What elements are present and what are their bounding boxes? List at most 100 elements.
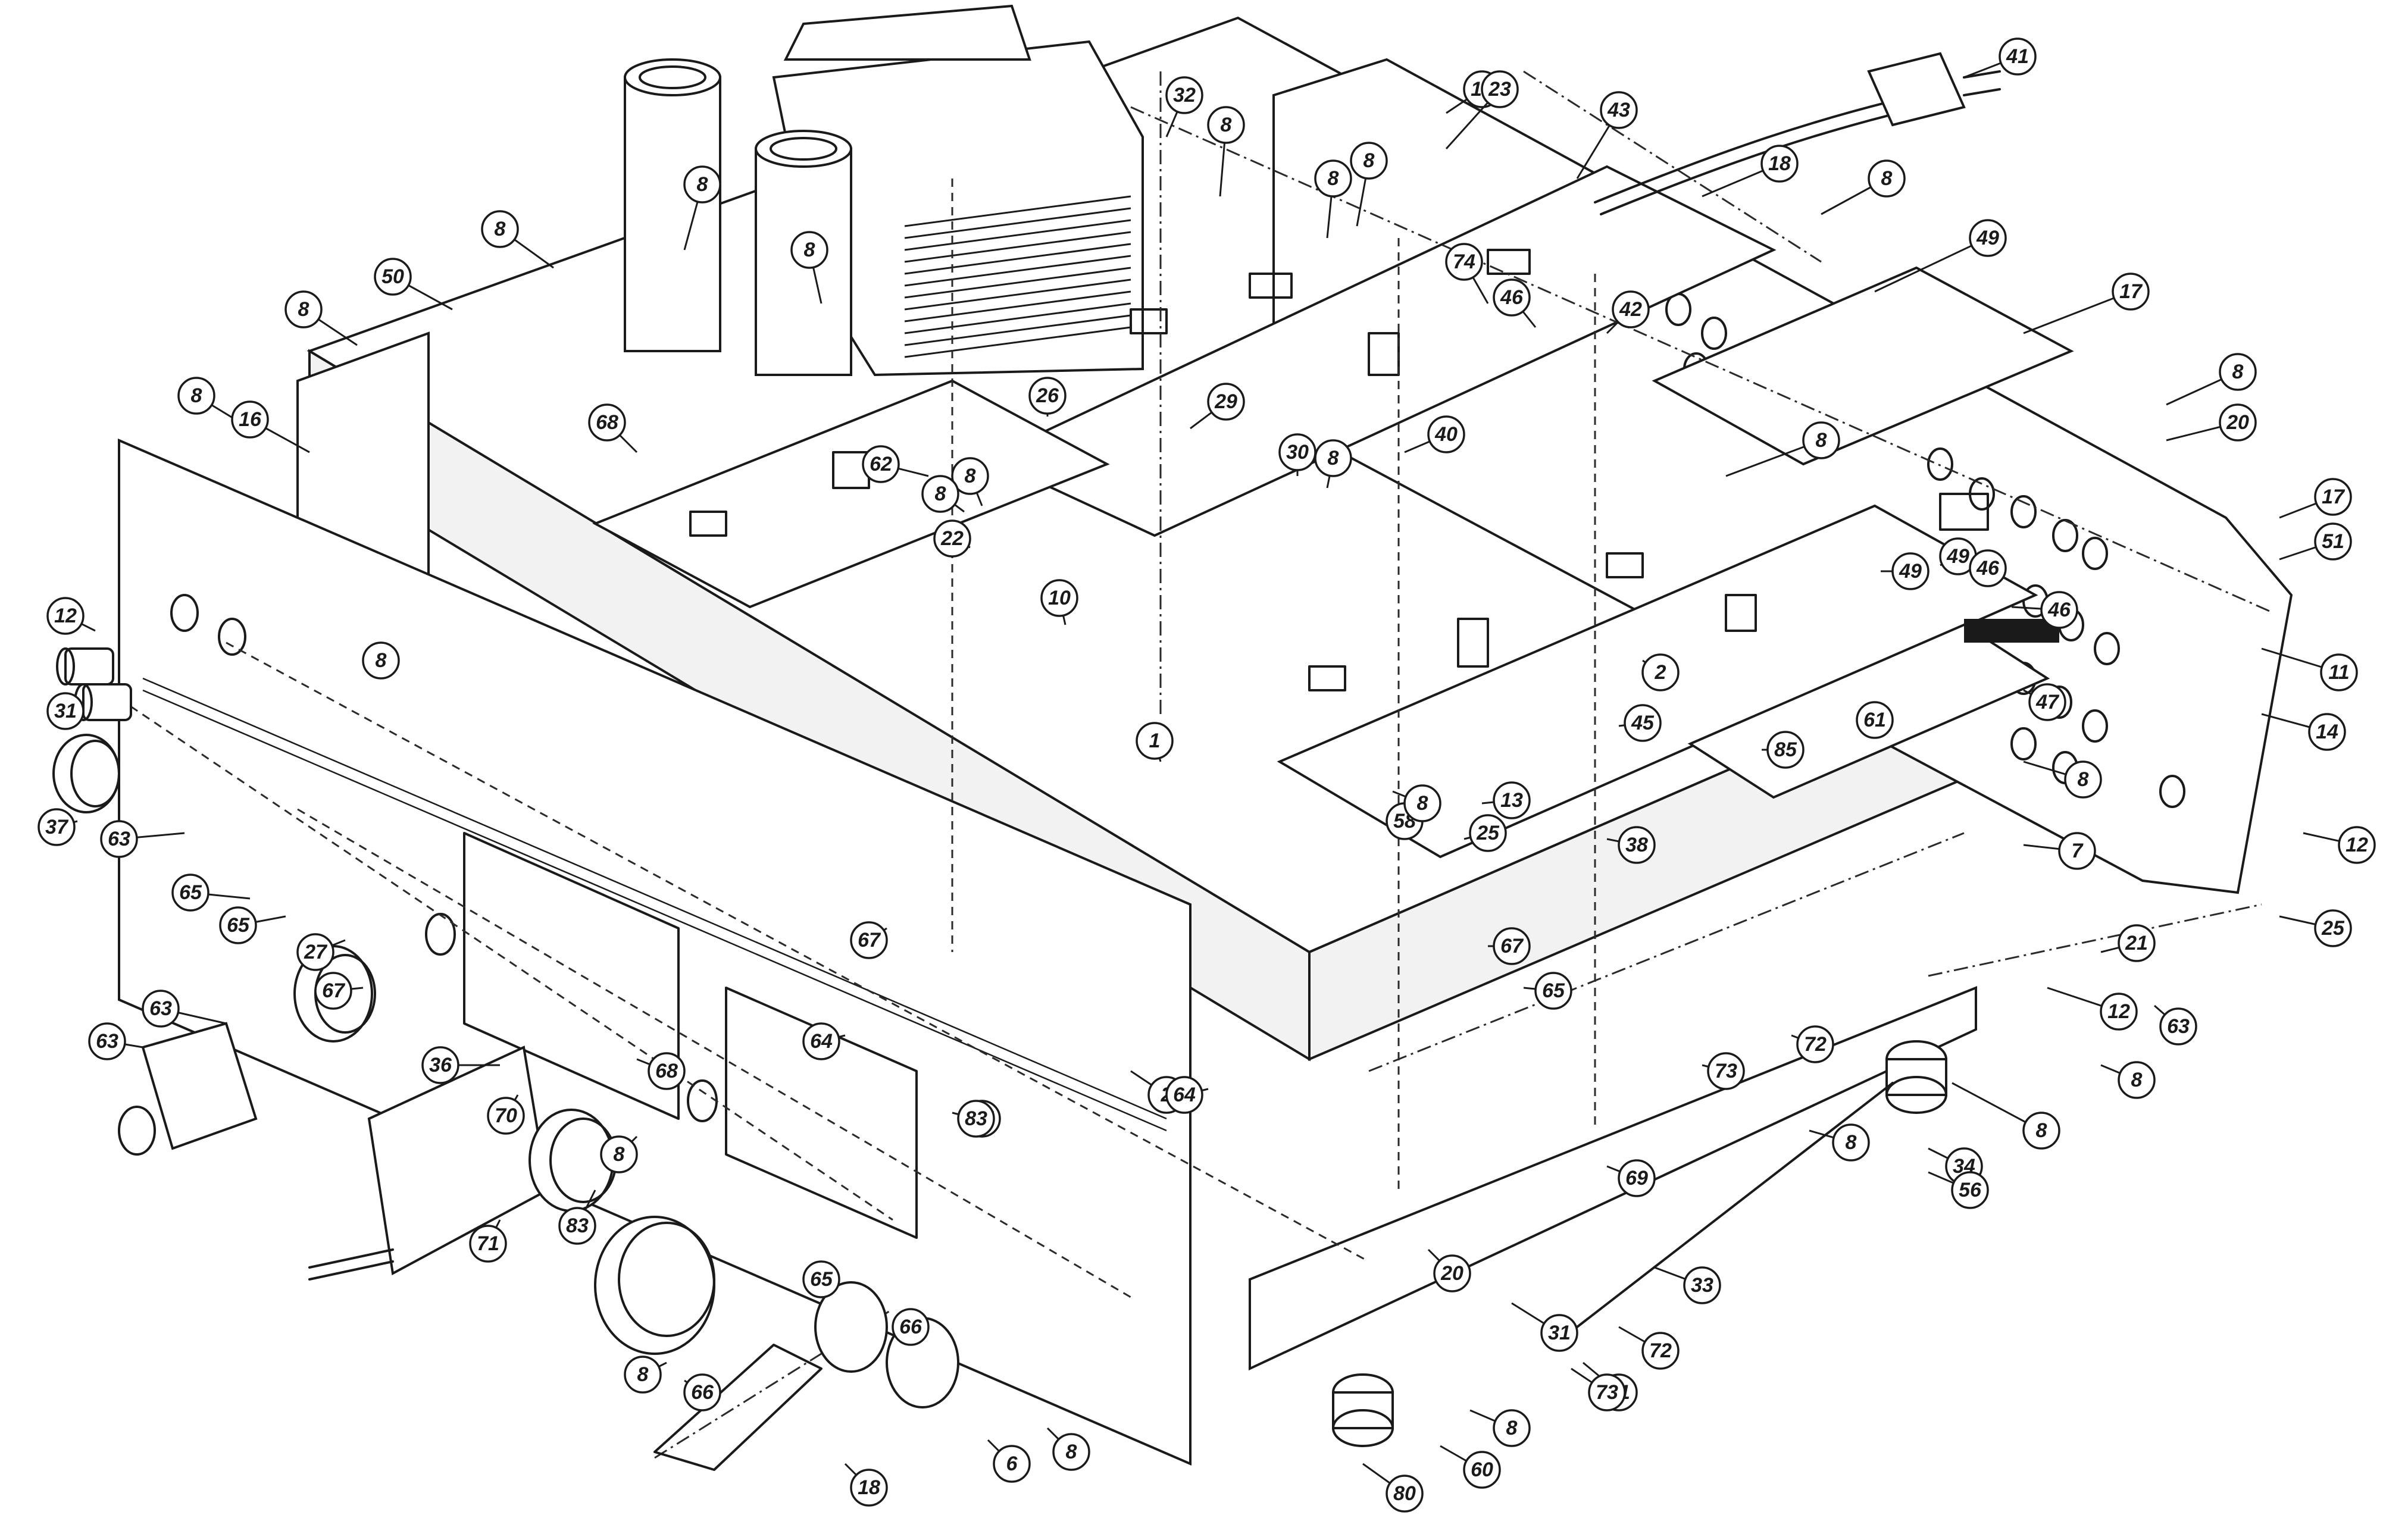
callout-circle [2022,1112,2060,1150]
ac-plug [1867,52,1966,127]
callout-circle [600,1135,638,1173]
callout-number: 49 [1899,560,1922,583]
callout-circle [1493,927,1531,965]
foot-right [1885,1040,1947,1114]
transformer-laminations [904,195,1131,358]
callout-circle [487,1097,525,1135]
callout-circle [231,400,269,439]
callout-circle [1969,219,2007,257]
callout-number: 45 [1631,712,1655,734]
callout-circle [1856,701,1894,739]
callout-circle [100,820,138,858]
callout: 46 [2011,591,2078,629]
callout: 63 [88,1022,143,1060]
callout: 8 [2023,760,2102,799]
callout: 8 [1821,159,1906,215]
callout-number: 61 [1863,709,1886,731]
callout-number: 22 [940,527,964,550]
callout: 8 [951,457,989,506]
callout: 49 [1881,552,1929,590]
callout: 17 [2023,273,2150,334]
callout-circle [2112,273,2150,311]
callout-number: 8 [697,173,708,196]
callout-circle [892,1308,930,1346]
callout: 63 [100,820,185,858]
callout-circle [1469,814,1507,852]
callout-circle [481,210,519,248]
callout-number: 2 [1655,661,1666,684]
callout-circle [2314,478,2352,516]
callout-number: 8 [1816,429,1827,452]
callout-number: 72 [1804,1033,1827,1056]
callout: 8 [1809,1123,1870,1162]
callout-number: 49 [1976,227,1999,249]
callout-number: 36 [429,1054,452,1076]
callout-circle [1618,826,1656,864]
callout: 43 [1576,91,1638,179]
callout: 36 [421,1046,500,1084]
callout-circle [1040,579,1078,617]
callout-circle [296,933,334,971]
callout-circle [46,692,85,730]
callout: 73 [1702,1052,1745,1090]
front-subpanel [118,438,1192,1466]
callout: 13 [1481,781,1531,819]
callout: 14 [2261,713,2346,751]
callout: 47 [2023,683,2066,721]
callout-circle [177,377,215,415]
small-cap-1 [56,647,114,685]
callout-circle [921,475,959,513]
callout: 50 [374,258,453,311]
callout-circle [469,1225,507,1263]
callout-number: 31 [1548,1322,1571,1344]
callout: 11 [2261,647,2358,691]
callout-circle [1314,439,1352,477]
callout-circle [993,1445,1031,1483]
callout: 25 [2279,909,2352,947]
callout-number: 83 [965,1107,987,1130]
callout: 7 [2023,832,2096,870]
callout: 8 [2100,1061,2156,1099]
callout-number: 71 [477,1232,499,1255]
callout-number: 8 [376,649,387,672]
callout-circle [1624,704,1662,742]
callout-circle [1766,731,1805,769]
callout-circle [37,808,76,846]
callout-number: 25 [2321,917,2345,940]
callout-number: 8 [1328,447,1339,469]
callout-number: 8 [2131,1069,2143,1091]
callout: 12 [46,597,96,635]
callout-circle [2064,760,2102,799]
callout-number: 73 [1596,1381,1618,1404]
callout-number: 73 [1715,1060,1737,1082]
callout-circle [802,1022,840,1060]
callout-number: 40 [1434,423,1458,446]
callout-number: 8 [298,298,309,321]
callout: 65 [802,1260,840,1298]
callout-number: 8 [637,1363,649,1386]
callout-number: 7 [2072,840,2084,862]
callout-leader [2023,290,2131,334]
callout-circle [2040,591,2078,629]
callout: 66 [683,1373,721,1411]
callout-circle [1386,1475,1424,1513]
callout: 29 [1190,383,1245,430]
callout: 83 [558,1190,596,1245]
callout-number: 43 [1607,99,1630,121]
callout: 22 [933,519,971,558]
callout: 31 [46,692,85,730]
callout-circle [683,165,721,204]
callout-number: 11 [2328,661,2349,684]
callout: 60 [1440,1445,1501,1489]
callout: 27 [296,933,346,971]
callout-number: 23 [1488,78,1511,101]
callout-circle [284,290,323,328]
callout-number: 8 [1066,1441,1077,1463]
callout: 25 [1463,814,1507,852]
callout: 12 [2047,987,2138,1031]
callout: 8 [600,1135,638,1173]
callout: 63 [142,990,227,1028]
callout-circle [2058,832,2096,870]
callout-circle [1207,106,1245,144]
ac-power-cord [1594,52,2001,215]
